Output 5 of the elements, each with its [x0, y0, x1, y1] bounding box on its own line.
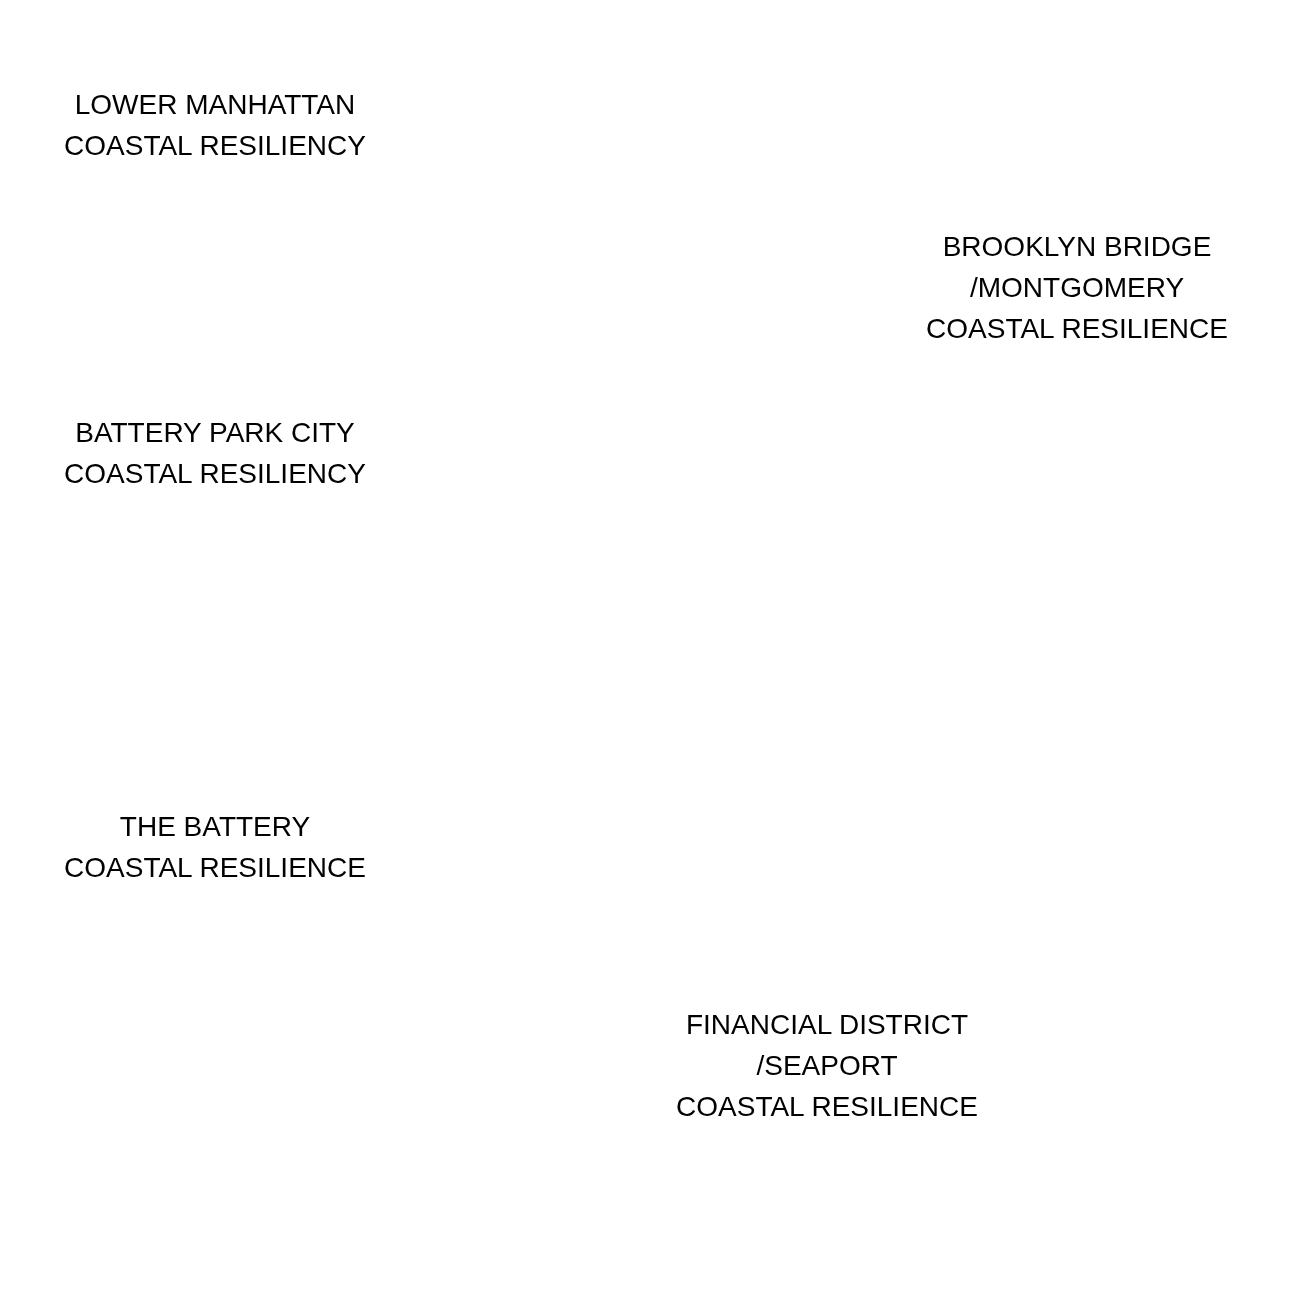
area-label: BROOKLYN BRIDGE /MONTGOMERY COASTAL RESILIENCE	[926, 230, 1228, 346]
area-label: LOWER MANHATTAN COASTAL RESILIENCY	[64, 88, 366, 163]
area-label: FINANCIAL DISTRICT /SEAPORT COASTAL RESILIENCE	[676, 1008, 978, 1124]
area-label: BATTERY PARK CITY COASTAL RESILIENCY	[64, 416, 366, 491]
area-label: THE BATTERY COASTAL RESILIENCE	[64, 810, 366, 885]
